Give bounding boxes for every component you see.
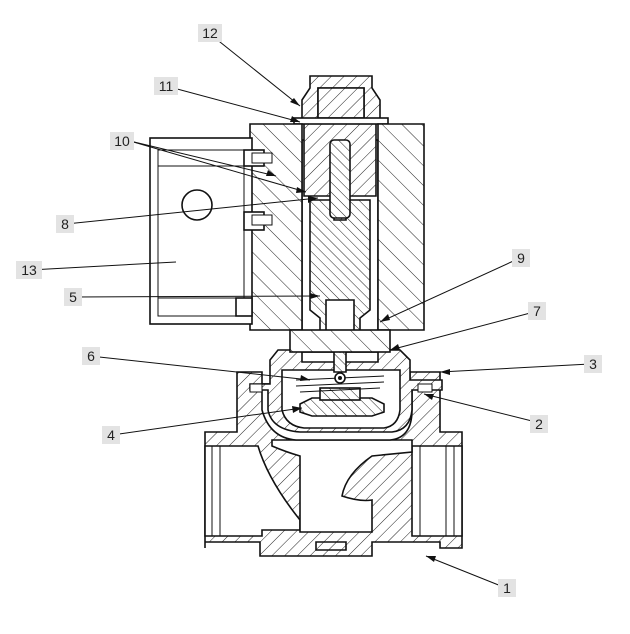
- label-10: 10: [110, 132, 134, 150]
- svg-text:9: 9: [517, 250, 525, 266]
- label-9: 9: [512, 249, 530, 267]
- svg-text:3: 3: [589, 356, 597, 372]
- svg-text:12: 12: [202, 25, 218, 41]
- coil-housing: [249, 123, 425, 353]
- svg-text:13: 13: [21, 262, 37, 278]
- label-7: 7: [528, 302, 546, 320]
- label-4: 4: [102, 426, 120, 444]
- label-8: 8: [56, 215, 74, 233]
- label-1: 1: [498, 579, 516, 597]
- label-2: 2: [530, 415, 548, 433]
- svg-text:1: 1: [503, 580, 511, 596]
- top-nut: [301, 75, 381, 121]
- svg-text:6: 6: [87, 348, 95, 364]
- washer: [293, 117, 389, 125]
- svg-text:10: 10: [114, 133, 130, 149]
- diaphragm-assembly: [295, 372, 385, 417]
- label-5: 5: [64, 288, 82, 306]
- svg-text:2: 2: [535, 416, 543, 432]
- label-6: 6: [82, 347, 100, 365]
- body-seal: [249, 383, 433, 393]
- svg-text:7: 7: [533, 303, 541, 319]
- svg-text:5: 5: [69, 289, 77, 305]
- label-3: 3: [584, 355, 602, 373]
- label-12: 12: [198, 24, 222, 42]
- part-labels: 12 11 10 8 13 5 6 4: [16, 24, 602, 597]
- fixed-core: [303, 113, 377, 221]
- junction-box: [149, 137, 273, 325]
- svg-text:8: 8: [61, 216, 69, 232]
- label-11: 11: [154, 77, 178, 95]
- svg-text:4: 4: [107, 427, 115, 443]
- label-13: 13: [16, 261, 42, 279]
- leader-lines: [29, 33, 591, 589]
- svg-text:11: 11: [159, 78, 174, 94]
